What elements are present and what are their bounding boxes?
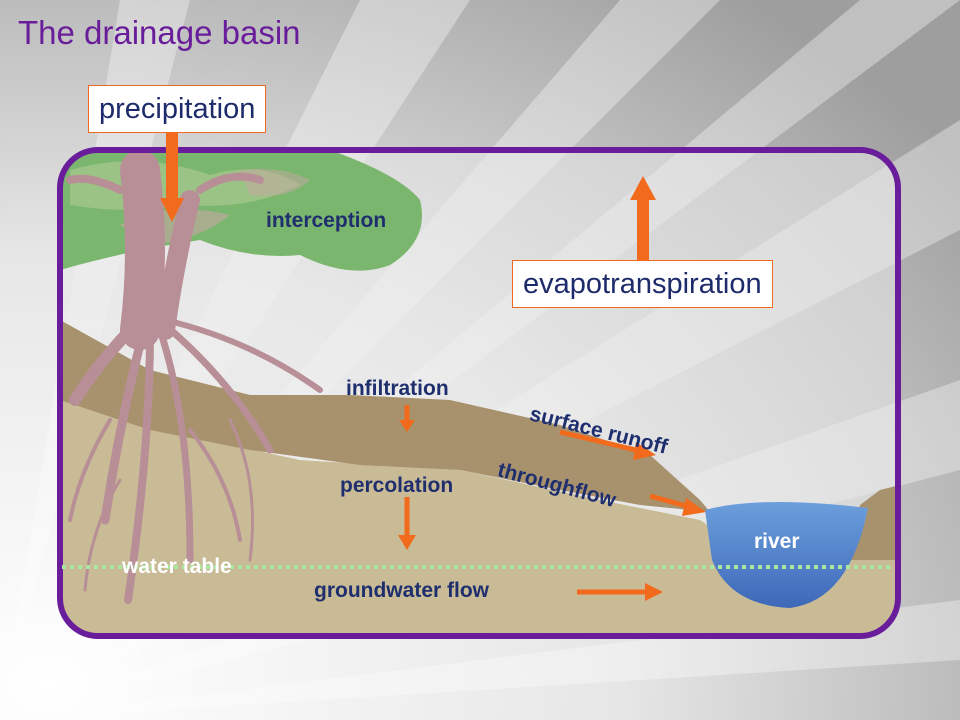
percolation-label: percolation [340,474,454,497]
percolation-arrow [398,497,416,550]
precipitation-arrow [160,133,184,222]
interception-label: interception [266,209,387,232]
surface-runoff-arrow [559,429,656,460]
right-bank [850,485,898,560]
infiltration-label: infiltration [346,377,449,400]
infiltration-arrow [399,405,415,432]
tree-trunk-roots [66,150,323,604]
flow-arrows [160,133,706,601]
lower-soil [60,330,898,636]
throughflow-arrow [649,493,706,516]
upper-soil [60,320,710,512]
groundwater-flow-label: groundwater flow [314,579,489,602]
diagram-title: The drainage basin [18,14,301,51]
diagram-frame [57,147,901,639]
evapotranspiration-arrow [630,176,656,260]
precipitation-label: precipitation [88,85,267,133]
river-label: river [754,530,800,553]
river-water [705,501,868,608]
groundwater-flow-arrow [577,583,663,601]
evapotranspiration-label: evapotranspiration [512,260,773,308]
water-table-label: water table [122,555,232,578]
